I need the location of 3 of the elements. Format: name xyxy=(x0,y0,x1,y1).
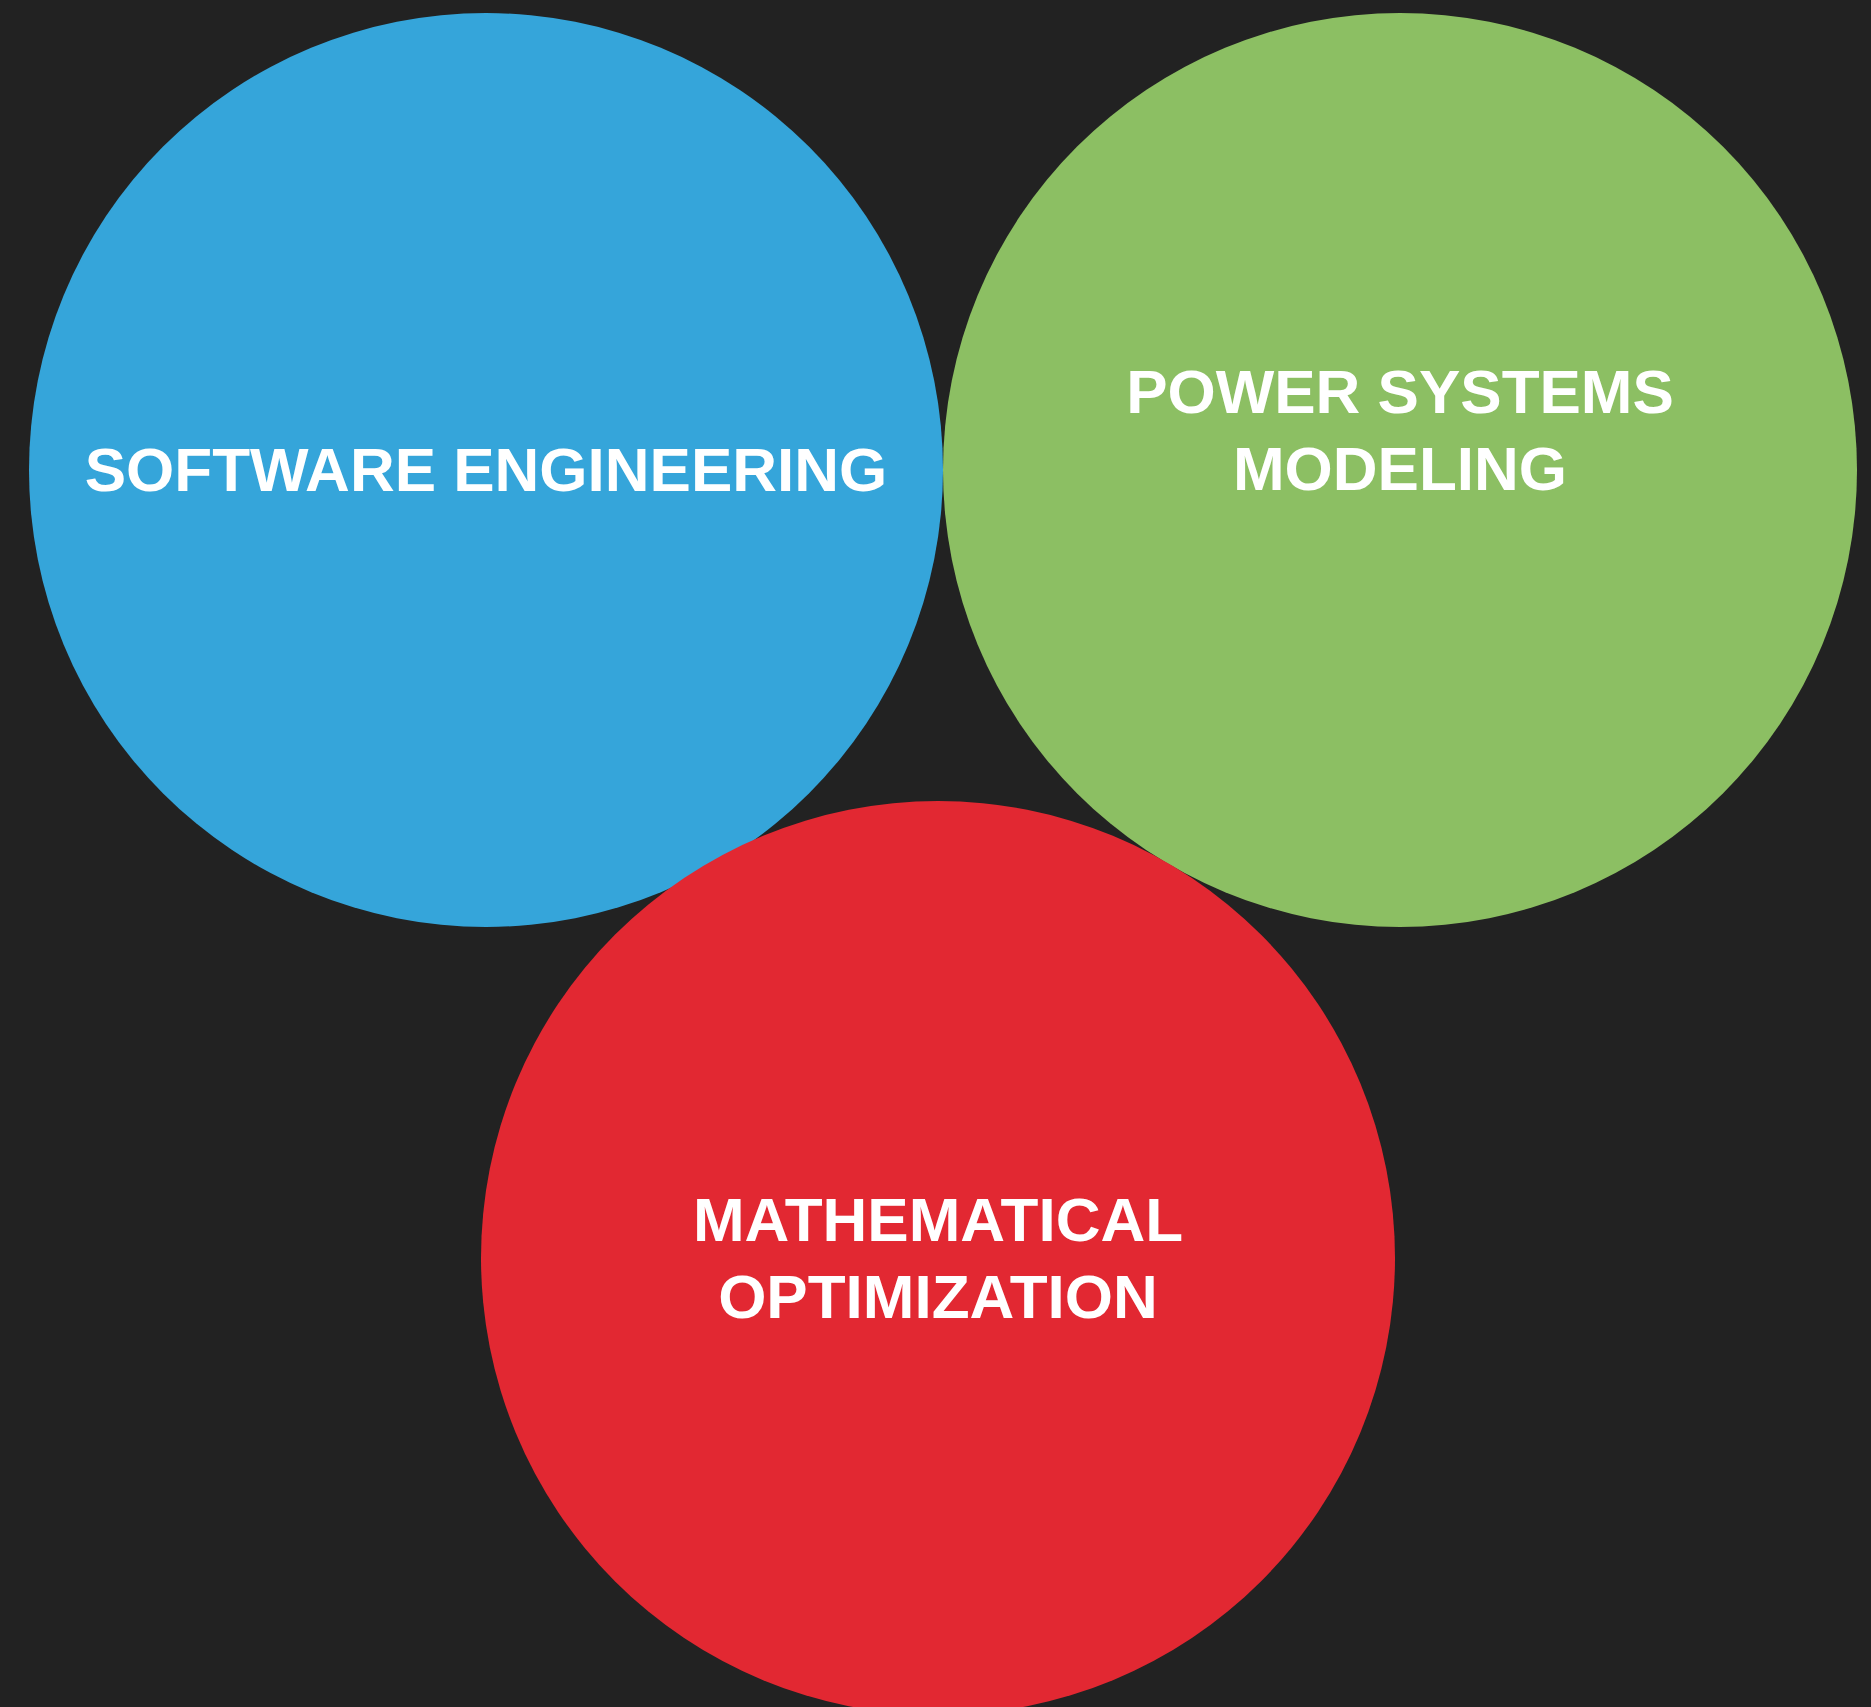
circle-label: SOFTWARE ENGINEERING xyxy=(84,434,888,507)
circle-label: MATHEMATICAL OPTIMIZATION xyxy=(691,1183,1185,1333)
circle-label: POWER SYSTEMS MODELING xyxy=(1125,355,1675,505)
